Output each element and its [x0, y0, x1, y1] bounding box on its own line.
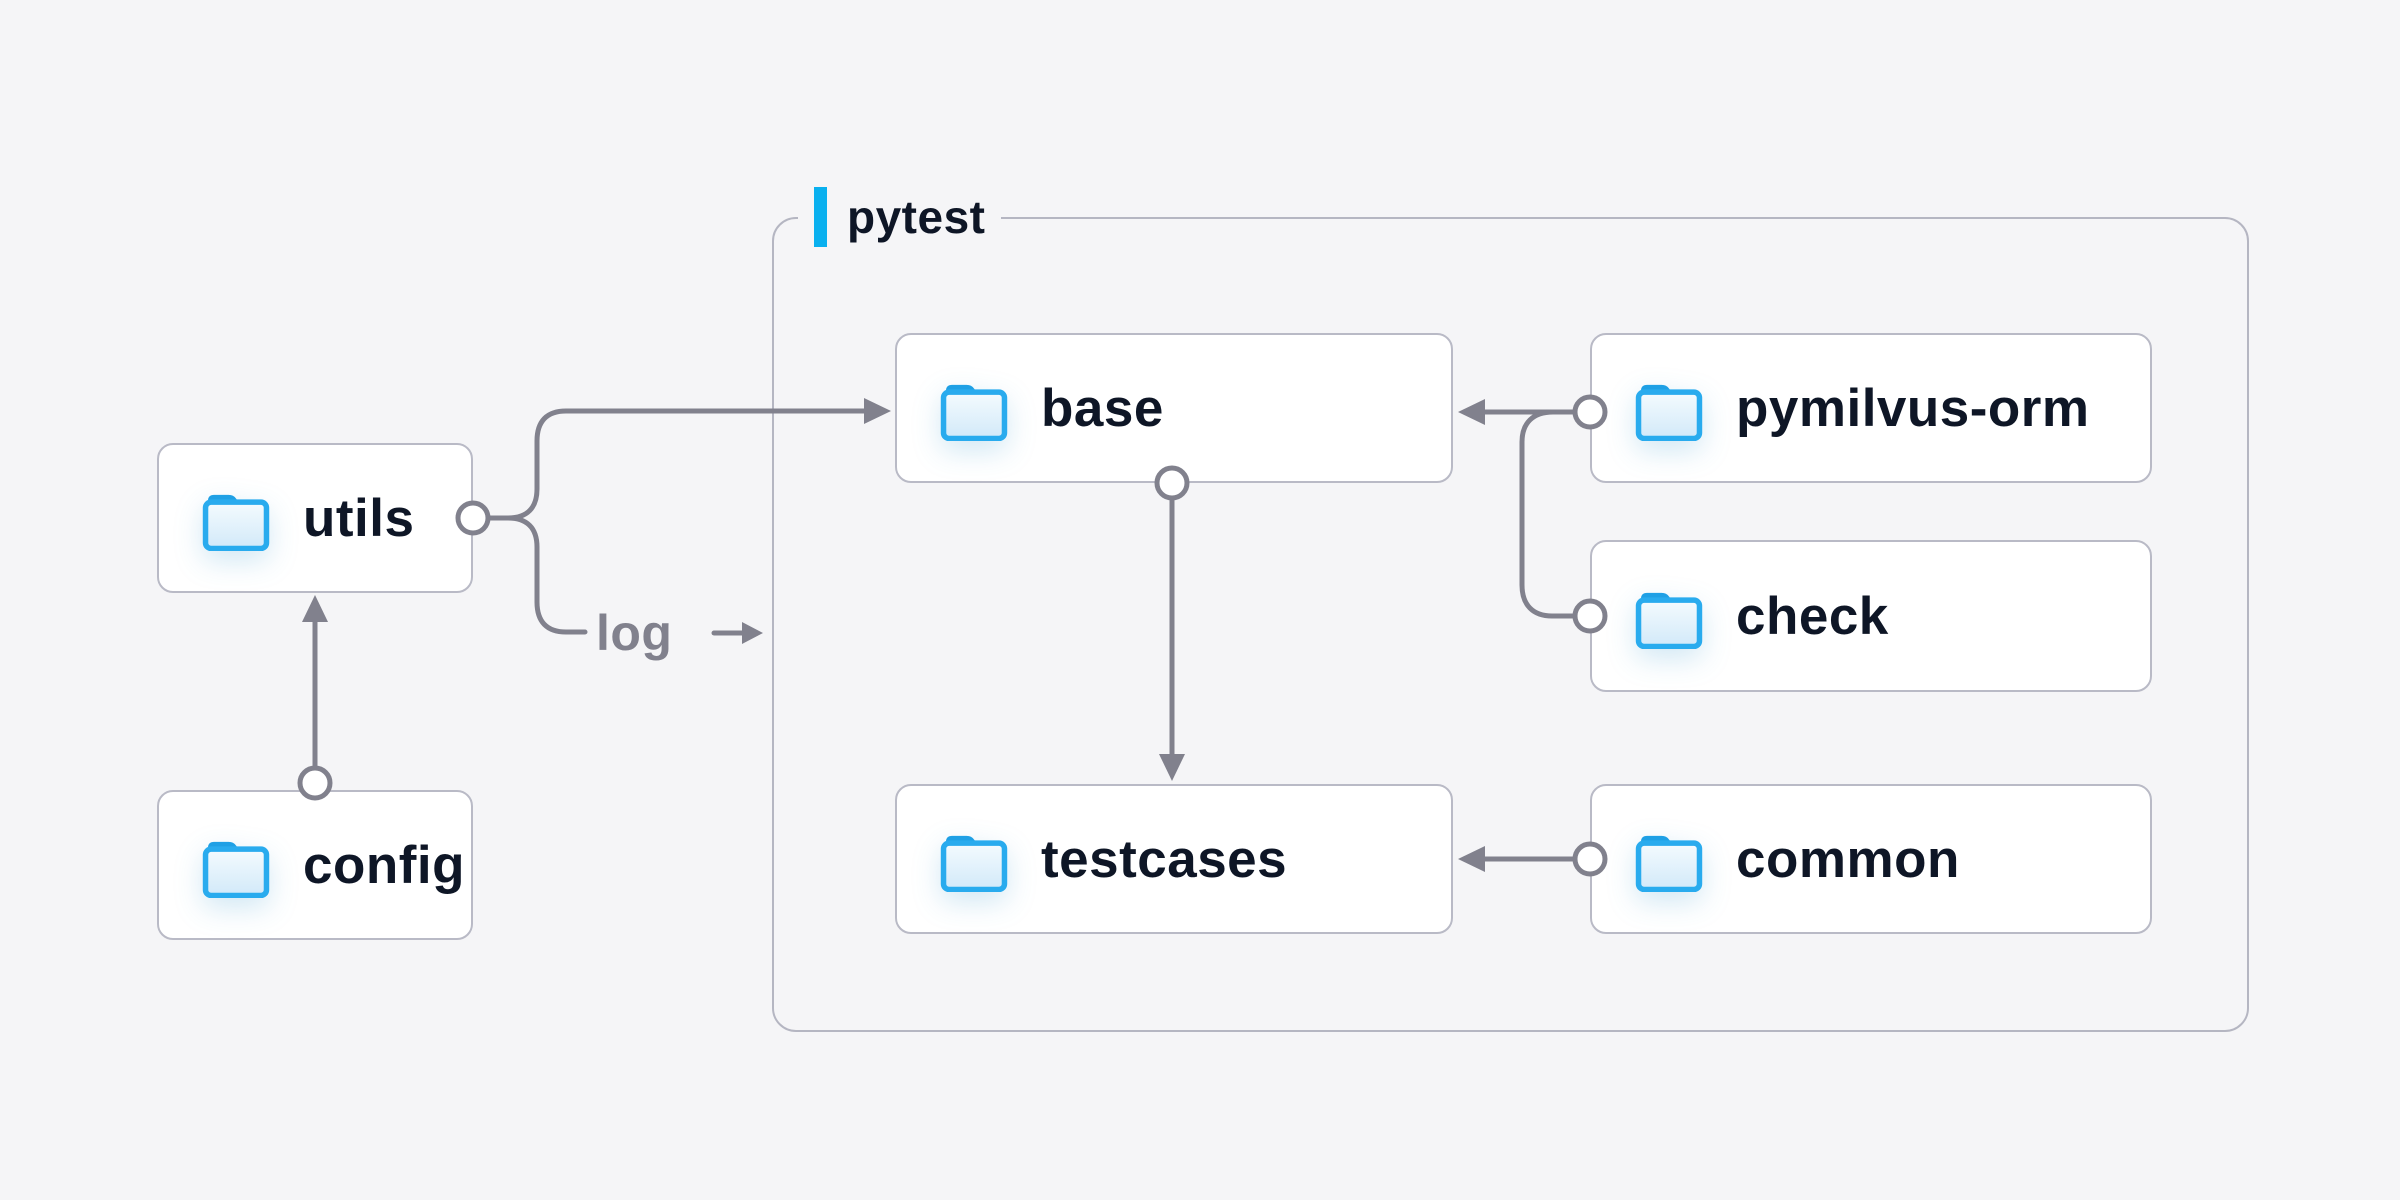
node-common: common: [1590, 784, 2152, 934]
node-label: common: [1736, 829, 1960, 889]
node-label: check: [1736, 586, 1889, 646]
folder-icon: [202, 494, 270, 551]
edge-label-log: log: [596, 605, 673, 661]
node-label: utils: [303, 488, 415, 548]
pytest-group-title: pytest: [847, 191, 986, 243]
node-pymilvus-orm: pymilvus-orm: [1590, 333, 2152, 483]
node-base: base: [895, 333, 1453, 483]
node-label: pymilvus-orm: [1736, 378, 2090, 438]
node-check: check: [1590, 540, 2152, 692]
folder-icon: [940, 835, 1008, 892]
node-label: base: [1041, 378, 1164, 438]
pytest-group-label: pytest: [798, 185, 1002, 249]
folder-icon: [202, 841, 270, 898]
folder-icon: [1635, 384, 1703, 441]
edge-utils-to-log: [486, 515, 588, 635]
node-config: config: [157, 790, 473, 940]
node-label: config: [303, 835, 465, 895]
folder-icon: [940, 384, 1008, 441]
accent-bar: [814, 187, 827, 247]
edge-config-to-utils: [302, 595, 328, 771]
node-testcases: testcases: [895, 784, 1453, 934]
node-label: testcases: [1041, 829, 1288, 889]
edge-log-arrow: [711, 622, 763, 644]
folder-icon: [1635, 592, 1703, 649]
node-utils: utils: [157, 443, 473, 593]
folder-icon: [1635, 835, 1703, 892]
pytest-group-frame: [772, 217, 2249, 1032]
